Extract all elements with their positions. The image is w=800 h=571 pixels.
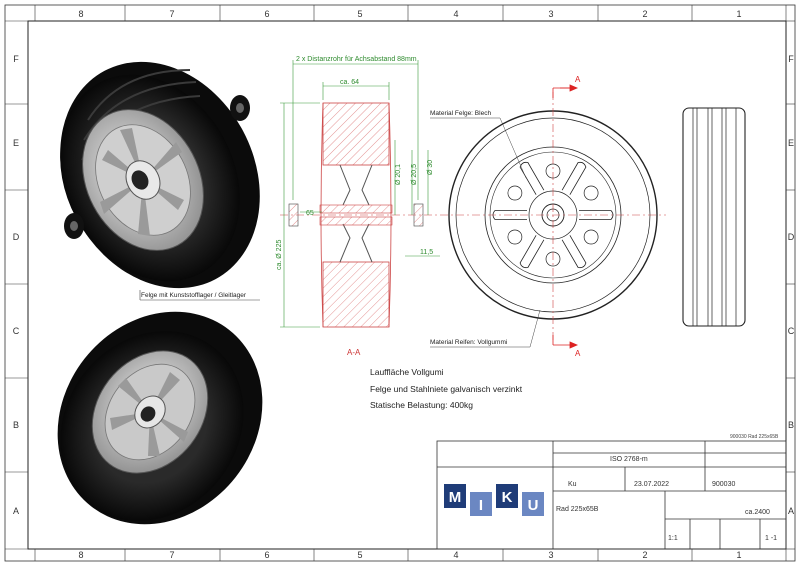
logo-letter: U — [528, 497, 539, 514]
rim-spoke — [519, 161, 545, 195]
section-label: A-A — [347, 348, 361, 357]
dim-65: 65 — [306, 210, 314, 217]
logo-tile — [522, 492, 544, 516]
col-label: 2 — [642, 550, 647, 560]
date: 23.07.2022 — [634, 481, 669, 488]
col-label: 7 — [169, 9, 174, 19]
row-label: E — [13, 138, 19, 148]
row-zone-ticks — [5, 20, 795, 550]
note-tread: Lauffläche Vollgumi — [370, 367, 444, 377]
sheet-number: 1 -1 — [765, 535, 777, 542]
note-load: Statische Belastung: 400kg — [370, 400, 473, 410]
small-ref: 900030 Rad 225x65B — [730, 434, 779, 440]
logo-tile — [470, 492, 492, 516]
spacer-tube-bottom — [64, 213, 84, 239]
logo-tile — [496, 484, 518, 508]
col-label: 3 — [548, 550, 553, 560]
section-view-aa: 2 x Distanzrohr für Achsabstand 88mm ca.… — [276, 56, 440, 357]
row-label: B — [13, 420, 19, 430]
column-zone-ticks — [34, 5, 787, 561]
general-notes: Lauffläche Vollgumi Felge und Stahlniete… — [370, 367, 523, 410]
col-label: 8 — [78, 550, 83, 560]
row-label: B — [788, 420, 794, 430]
dim-bore-outer: Ø 20,5 — [411, 164, 418, 185]
row-label: D — [788, 232, 795, 242]
col-label: 5 — [357, 9, 362, 19]
front-view-wheel: A A Material Felge: Blech Material Reife… — [430, 75, 666, 358]
row-label: E — [788, 138, 794, 148]
rim-hole — [507, 185, 523, 201]
row-label: A — [13, 506, 19, 516]
drawing-number: 900030 — [712, 481, 735, 488]
col-label: 7 — [169, 550, 174, 560]
weight: ca.2400 — [745, 509, 770, 516]
col-label: 1 — [736, 9, 741, 19]
col-label: 6 — [264, 9, 269, 19]
row-label: A — [788, 506, 794, 516]
row-labels-right: F E D C B A — [788, 54, 795, 516]
material-rim-note: Material Felge: Blech — [430, 110, 491, 117]
row-labels-left: F E D C B A — [13, 54, 20, 516]
col-label: 2 — [642, 9, 647, 19]
dim-hub: Ø 30 — [427, 160, 434, 175]
rim-hole — [507, 229, 523, 245]
row-label: C — [788, 326, 795, 336]
drawing-frame — [4, 4, 796, 562]
row-label: F — [788, 54, 794, 64]
column-labels-top: 8 7 6 5 4 3 2 1 — [78, 9, 741, 19]
dim-11-5: 11,5 — [420, 249, 433, 256]
logo-letter: I — [479, 497, 483, 514]
col-label: 8 — [78, 9, 83, 19]
col-label: 4 — [453, 9, 458, 19]
rim-spoke — [561, 161, 587, 195]
dim-tube: Ø 20,1 — [395, 164, 402, 185]
col-label: 3 — [548, 9, 553, 19]
scale: 1:1 — [668, 535, 678, 542]
col-label: 6 — [264, 550, 269, 560]
spacer-tube-top — [230, 95, 250, 121]
author: Ku — [568, 481, 577, 488]
rim-spoke — [561, 235, 587, 269]
iso-rim-note: Felge mit Kunststofflager / Gleitlager — [141, 292, 247, 299]
standard: ISO 2768-m — [610, 456, 648, 463]
logo-letter: M — [449, 489, 462, 506]
row-label: C — [13, 326, 20, 336]
rim-spoke — [519, 235, 545, 269]
dim-diameter: ca. Ø 225 — [276, 240, 283, 270]
dim-width: ca. 64 — [340, 79, 359, 86]
col-label: 1 — [736, 550, 741, 560]
col-label: 4 — [453, 550, 458, 560]
rim-hole — [583, 229, 599, 245]
section-marker-top: A — [575, 75, 581, 84]
side-view-tread — [682, 107, 746, 327]
logo-letter: K — [502, 489, 513, 506]
row-label: D — [13, 232, 20, 242]
section-marker-bottom: A — [575, 349, 581, 358]
rim-hole — [583, 185, 599, 201]
logo-tile — [444, 484, 466, 508]
isometric-wheel-top — [60, 61, 260, 289]
title-block: 900030 Rad 225x65B ISO 2768-m Ku 23.07.2… — [436, 434, 787, 550]
column-labels-bottom: 8 7 6 5 4 3 2 1 — [78, 550, 741, 560]
note-galvanised: Felge und Stahlniete galvanisch verzinkt — [370, 384, 523, 394]
row-label: F — [13, 54, 19, 64]
isometric-wheel-bottom — [57, 311, 263, 525]
drawing-title: Rad 225x65B — [556, 506, 599, 513]
col-label: 5 — [357, 550, 362, 560]
material-tyre-note: Material Reifen: Vollgummi — [430, 339, 507, 346]
spacer-note: 2 x Distanzrohr für Achsabstand 88mm — [296, 56, 417, 63]
